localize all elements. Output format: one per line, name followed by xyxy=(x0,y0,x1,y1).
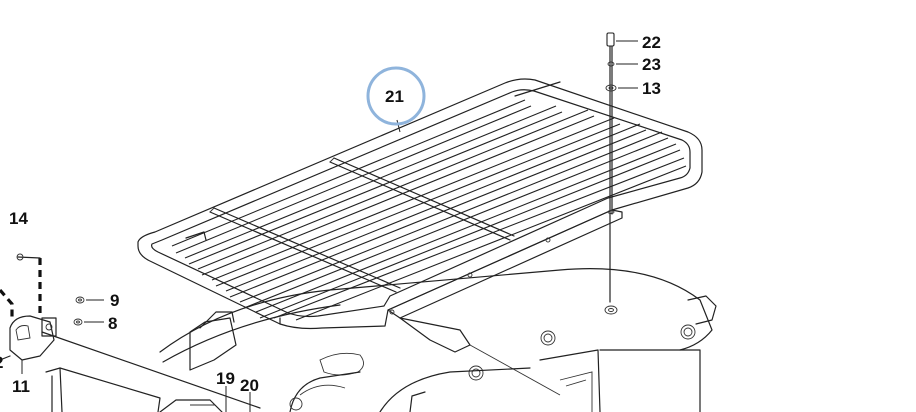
cross-bar xyxy=(41,331,261,412)
washer-23-icon xyxy=(607,61,615,67)
bolt-22-icon xyxy=(606,32,615,47)
washer-8 xyxy=(73,318,104,326)
callout-23: 23 xyxy=(642,55,661,74)
rack-cross-members xyxy=(209,157,515,293)
callout-14: 14 xyxy=(9,209,28,228)
rack-slats xyxy=(171,99,687,321)
leader-21 xyxy=(396,119,401,133)
roof-rack-21 xyxy=(137,78,703,330)
callout-8: 8 xyxy=(108,314,117,333)
callout-21: 21 xyxy=(385,87,404,106)
dashed-pin xyxy=(0,253,42,318)
washer-13-icon xyxy=(605,84,617,92)
callout-22: 22 xyxy=(642,33,661,52)
washer-9 xyxy=(75,296,104,304)
callout-19: 19 xyxy=(216,369,235,388)
bolt-stack xyxy=(604,32,638,315)
callout-20: 20 xyxy=(240,376,259,395)
side-bracket xyxy=(0,315,57,374)
callout-2: 2 xyxy=(0,353,3,372)
highlight-circle xyxy=(366,66,426,126)
callout-13: 13 xyxy=(642,79,661,98)
cab-roof xyxy=(159,268,717,412)
callout-11: 11 xyxy=(12,377,30,396)
callout-9: 9 xyxy=(110,291,119,310)
